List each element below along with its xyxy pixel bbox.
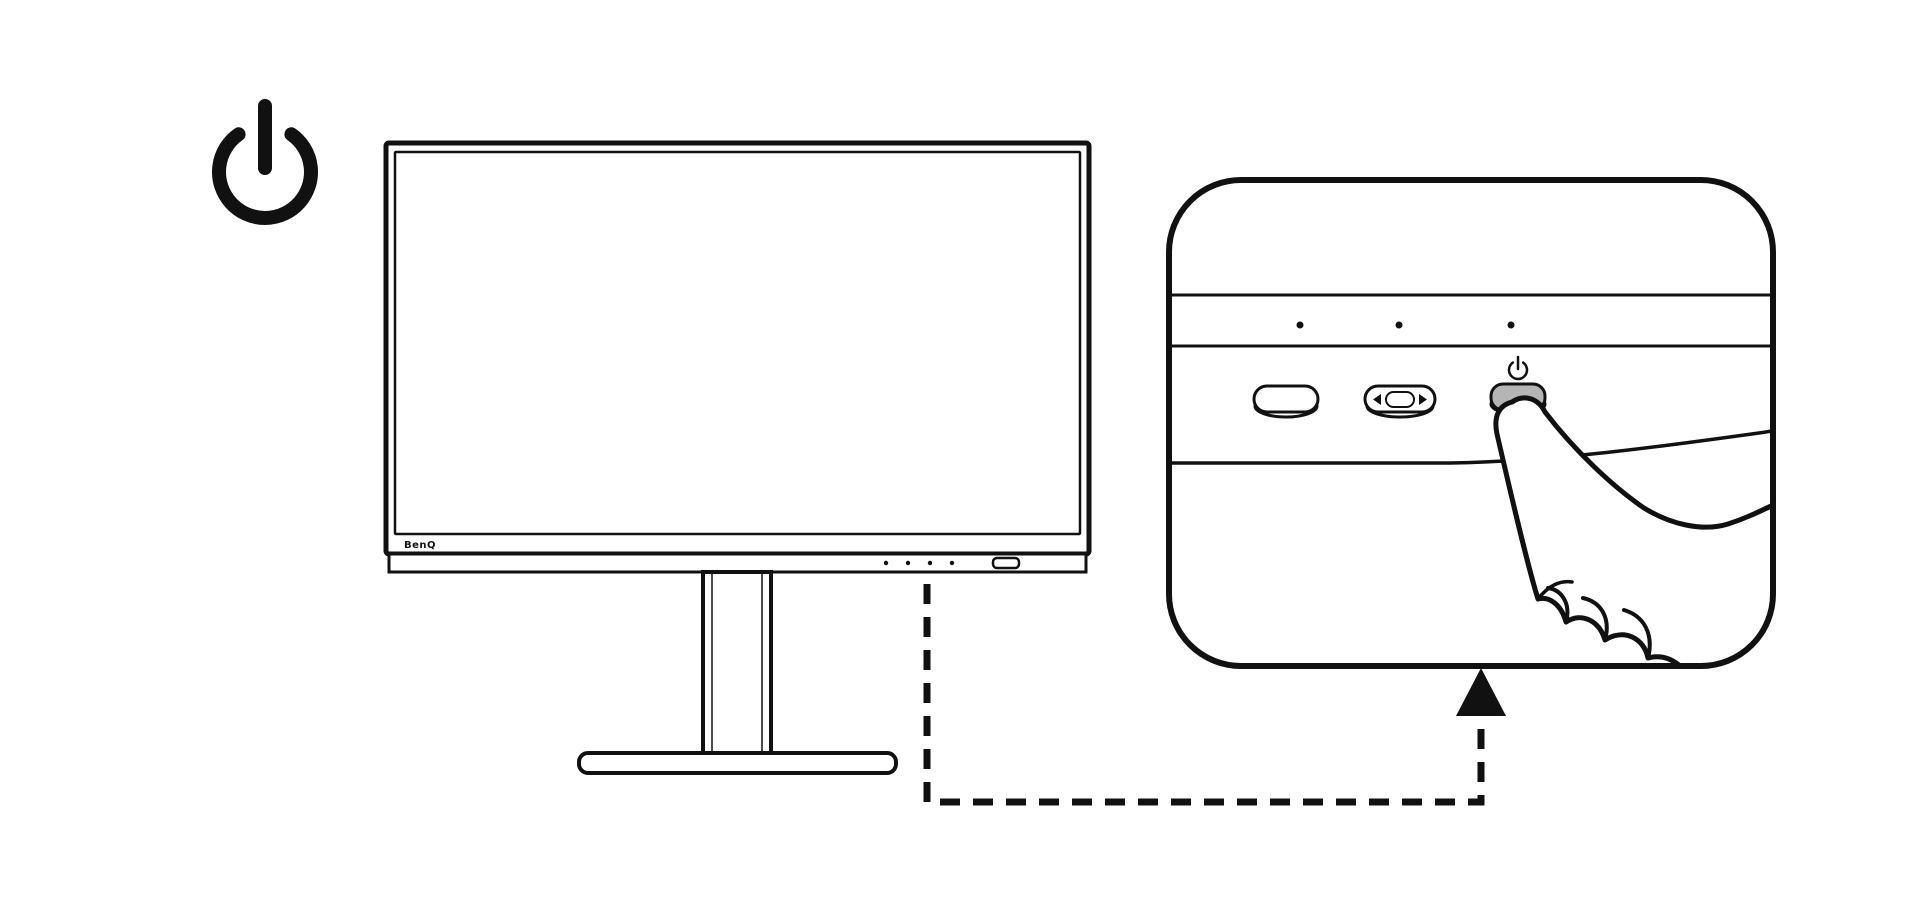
dashed-arrow [923,584,1506,806]
stand-base [577,751,898,775]
key-cap [1363,384,1437,414]
chin-dot [949,560,955,566]
monitor: BenQ [383,140,1092,775]
led-dot [1395,321,1403,329]
power-symbol-arc [1507,361,1529,381]
callout-border [1166,177,1776,669]
chin-dot [883,560,889,566]
bezel-bottom-line [1169,429,1773,465]
chin-control-dots [883,560,955,566]
power-key-symbol-icon [1507,355,1529,381]
controller-center [1385,391,1415,408]
monitor-screen [393,150,1082,536]
chin-power-button [991,556,1021,570]
power-icon-arc [212,127,318,225]
custom-key-1 [1252,384,1320,419]
dashed-arrow-path [923,584,1485,806]
arrowhead-icon [1456,668,1506,716]
finger-crease [1536,579,1574,601]
stand-column [701,570,773,757]
brand-logo: BenQ [404,540,436,551]
power-icon [212,99,318,225]
led-dot [1296,321,1304,329]
chin-dot [905,560,911,566]
monitor-chin [387,552,1088,574]
left-arrow-icon [1373,394,1381,405]
hand-outline [1493,395,1773,666]
key-cap [1252,384,1320,414]
right-arrow-icon [1419,394,1427,405]
finger-crease [1622,608,1652,660]
finger-crease [1546,586,1570,624]
callout [1166,177,1776,669]
chin-dot [927,560,933,566]
hand [1493,395,1773,666]
led-indicators [1296,321,1515,329]
five-way-controller-key [1363,384,1437,419]
led-dot [1507,321,1515,329]
finger-crease [1581,596,1609,642]
